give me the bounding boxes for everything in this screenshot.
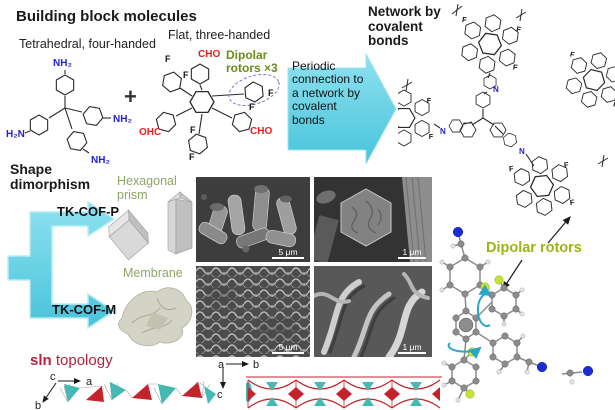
process-arrow [287,53,397,164]
dipolar-rotors-note: Dipolar rotors ×3 [226,48,278,76]
amine-label: NH₂ [53,58,72,69]
tetraamine-structure: NH₂ H₂N NH₂ NH₂ [6,58,132,166]
network-heading: Network by covalent bonds [368,4,441,49]
fluorine-label: F [183,70,189,80]
imine-n-label: N [493,85,499,94]
building-blocks-heading: Building block molecules [16,8,197,25]
aldehyde-label: CHO [250,126,272,137]
sem-membrane-overview-graphic [196,266,310,357]
fluorine-label: F [268,88,274,98]
hexagonal-prism-graphic [108,191,193,261]
axes-right: a b c [217,359,259,398]
rotor-pointer-arrows [502,216,571,291]
axis-c-label: c [217,389,223,398]
trialdehyde-structure: CHO OHC CHO F F F F F F [139,49,280,162]
scale-bar: 5 μm [272,246,304,259]
scale-bar-text: 1 μm [402,246,422,257]
shape-dimorphism-heading: Shape dimorphism [10,161,91,193]
aldehyde-label: CHO [198,49,220,60]
scale-bar-text: 5 μm [278,341,298,352]
sem-image-membrane-closeup: 1 μm [314,266,432,357]
topology-title-bold: sln [30,352,52,369]
ball-stick-model [439,226,594,403]
dipolar-rotors-label: Dipolar rotors [486,240,582,256]
fluorine-label: F [189,152,195,162]
topology-title: sln topology [30,352,113,369]
axes-left: c a b [35,371,93,410]
scale-bar-text: 1 μm [402,341,422,352]
sem-image-prisms-overview: 5 μm [196,177,310,262]
process-arrow-text: Periodic connection to a network by cova… [292,59,364,127]
imine-n-label: N [519,147,525,156]
axis-b-label: b [253,359,259,371]
network-structure: N N N [398,3,615,234]
prism-label: Hexagonal prism [117,174,177,202]
topology-strip-perspective [59,380,216,405]
sem-membrane-closeup-graphic [314,266,432,357]
axis-a-label: a [218,359,225,371]
branching-arrow [7,200,116,330]
fluorine-label: F [165,54,171,64]
scale-bar-line [272,352,304,354]
sem-image-membrane-overview: 5 μm [196,266,310,357]
cof-p-label: TK-COF-P [57,204,120,219]
scale-bar-text: 5 μm [278,246,298,257]
membrane-graphic [118,287,193,347]
tetrahedral-label: Tetrahedral, four-handed [19,37,156,51]
sem-image-prism-closeup: 1 μm [314,177,432,262]
fluorine-label: F [190,125,196,135]
cof-m-label: TK-COF-M [52,302,117,317]
scale-bar-line [398,352,426,354]
amine-label: H₂N [6,129,25,140]
plus-sign: + [124,84,137,109]
scale-bar: 5 μm [272,341,304,354]
flat-label: Flat, three-handed [168,28,271,42]
aldehyde-label: OHC [139,127,161,138]
amine-label: NH₂ [113,114,132,125]
axis-a-label: a [86,376,93,388]
scale-bar-line [272,257,304,259]
topology-title-rest: topology [51,352,113,369]
scale-bar: 1 μm [398,246,426,259]
topology-strip-projection [246,376,442,410]
imine-n-label: N [440,127,446,136]
amine-label: NH₂ [91,155,110,166]
axis-c-label: c [50,371,56,383]
sem-prisms-overview-graphic [196,177,310,262]
scale-bar-line [398,257,426,259]
scale-bar: 1 μm [398,341,426,354]
sem-prism-closeup-graphic [314,177,432,262]
fluorine-label: F [249,102,255,112]
membrane-label: Membrane [123,266,183,280]
axis-b-label: b [35,400,41,410]
